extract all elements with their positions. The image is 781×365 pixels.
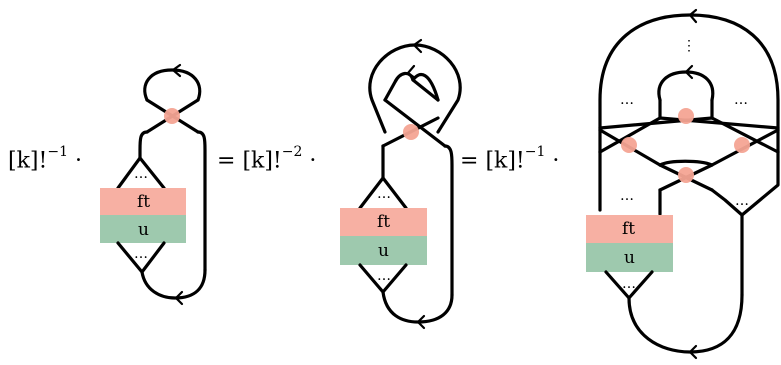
dots-top: … bbox=[134, 166, 148, 182]
crossing-strand-a bbox=[383, 98, 447, 148]
equals-sign: = bbox=[217, 148, 236, 174]
box-ft-label: ft bbox=[137, 192, 150, 212]
arrow-icon bbox=[412, 38, 423, 54]
box-u-label: u bbox=[624, 248, 635, 268]
top-cap-loop bbox=[143, 68, 202, 102]
bottom-cup-loop bbox=[381, 290, 454, 324]
dots-lower-right: … bbox=[735, 193, 749, 209]
crossing-marker bbox=[734, 137, 750, 153]
crossing-marker bbox=[403, 124, 419, 140]
dots-upper-left: … bbox=[620, 92, 634, 108]
box-ft bbox=[340, 208, 427, 236]
inner-cap-loop bbox=[657, 70, 715, 102]
box-ft-label: ft bbox=[622, 219, 635, 239]
coefficient-3: = [k]!−1 · bbox=[460, 144, 560, 174]
crossing-marker bbox=[678, 167, 694, 183]
box-u bbox=[340, 236, 427, 265]
dots-bottom: … bbox=[134, 246, 148, 262]
box-u bbox=[586, 243, 673, 272]
inner-cap-loop bbox=[383, 71, 440, 102]
arrow-icon bbox=[406, 64, 417, 80]
top-fan bbox=[358, 176, 408, 210]
dots-top: … bbox=[377, 186, 391, 202]
arrow-icon bbox=[688, 344, 698, 360]
dots-upper-right: … bbox=[734, 92, 748, 108]
arrow-icon bbox=[174, 290, 184, 306]
right-return-strand bbox=[196, 130, 207, 272]
box-u bbox=[100, 215, 186, 243]
box-u-label: u bbox=[138, 220, 149, 240]
coefficient-2: = [k]!−2 · bbox=[217, 144, 317, 174]
dots-bottom: … bbox=[377, 268, 391, 284]
crossing-marker bbox=[678, 108, 694, 124]
bottom-cup-loop bbox=[140, 268, 207, 300]
diagram-1: … ft u … bbox=[100, 63, 207, 306]
dots-bottom: … bbox=[622, 276, 636, 292]
box-u-label: u bbox=[378, 241, 389, 261]
outer-top-arch bbox=[598, 13, 780, 154]
top-fan bbox=[116, 156, 166, 190]
bottom-cup-loop bbox=[627, 293, 744, 354]
lattice-strand-2 bbox=[710, 116, 780, 154]
bracket-term: [k]! bbox=[242, 148, 282, 174]
equals-sign: = bbox=[460, 148, 479, 174]
outer-cap-loop bbox=[368, 43, 462, 134]
bracket-term: [k]! bbox=[485, 148, 525, 174]
right-lower-strand-a bbox=[710, 188, 744, 217]
crossing-marker bbox=[164, 108, 180, 124]
multiplication-dot: · bbox=[552, 148, 560, 174]
arrow-icon bbox=[684, 64, 694, 80]
box-ft-label: ft bbox=[377, 212, 390, 232]
box-ft bbox=[100, 188, 186, 215]
bracket-term: [k]! bbox=[8, 148, 48, 174]
dots-lower-left: … bbox=[620, 188, 634, 204]
right-return-strand bbox=[443, 144, 454, 297]
coefficient-1: [k]!−1 · bbox=[8, 144, 82, 174]
multiplication-dot: · bbox=[74, 148, 82, 174]
arrow-icon bbox=[171, 63, 182, 78]
right-lower-strand-b bbox=[740, 150, 780, 217]
multiplication-dot: · bbox=[309, 148, 317, 174]
vertical-dots: ⋮ bbox=[682, 38, 696, 54]
exponent: −1 bbox=[524, 144, 546, 160]
diagram-3: ⋮ … … … bbox=[586, 8, 780, 360]
arrow-icon bbox=[688, 8, 698, 24]
lattice-strand-1 bbox=[598, 116, 662, 154]
box-ft bbox=[586, 215, 673, 243]
exponent: −1 bbox=[47, 144, 68, 160]
diagram-2: … ft u … bbox=[340, 38, 462, 330]
exponent: −2 bbox=[281, 144, 303, 160]
arrow-icon bbox=[416, 314, 426, 330]
lattice-strand-7 bbox=[658, 159, 714, 167]
left-strand bbox=[138, 130, 149, 160]
crossing-marker bbox=[621, 137, 637, 153]
